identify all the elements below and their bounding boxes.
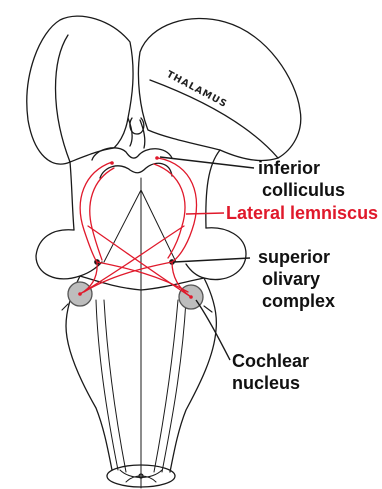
superior-olivary-label-line1: superior (258, 247, 330, 268)
superior-olivary-label-line3: complex (262, 291, 335, 312)
midbrain-right-side (206, 150, 220, 228)
midbrain-left-side (70, 162, 74, 230)
crossing-fibers-e (80, 262, 191, 297)
superior-olivary-label-line2: olivary (262, 269, 320, 290)
right-cerebellar-peduncle (186, 228, 246, 280)
right-lateral-lemniscus-outer (158, 158, 197, 262)
lateral-lemniscus-label: Lateral lemniscus (226, 203, 378, 224)
inferior-colliculus-label-line2: colliculus (262, 180, 345, 201)
cochlear-label-line2: nucleus (232, 373, 300, 394)
left-thalamus-lobe (27, 16, 133, 164)
inferior-colliculus-leader (160, 157, 254, 168)
right-thalamus-lobe (138, 19, 300, 161)
lateral-lemniscus-leader (186, 213, 224, 214)
central-lines (104, 190, 176, 262)
cochlear-nucleus-leader (196, 300, 230, 360)
left-cochlear-dot (78, 292, 82, 296)
right-colliculus-dot (155, 156, 159, 160)
left-cerebellar-peduncle (36, 230, 102, 279)
cochlear-label-line1: Cochlear (232, 351, 309, 372)
right-cochlear-dot (189, 295, 193, 299)
superior-olivary-leader (174, 258, 250, 262)
left-lateral-lemniscus-outer (80, 162, 112, 262)
medulla-left-outline (66, 276, 112, 470)
right-lateral-lemniscus-inner (154, 164, 185, 258)
auditory-pathway (80, 158, 197, 297)
left-thalamus-inner-curve (56, 35, 71, 162)
inferior-colliculus-label-line1: inferior (258, 158, 320, 179)
left-lateral-lemniscus-inner (90, 168, 114, 260)
left-colliculus-dot (110, 161, 114, 165)
